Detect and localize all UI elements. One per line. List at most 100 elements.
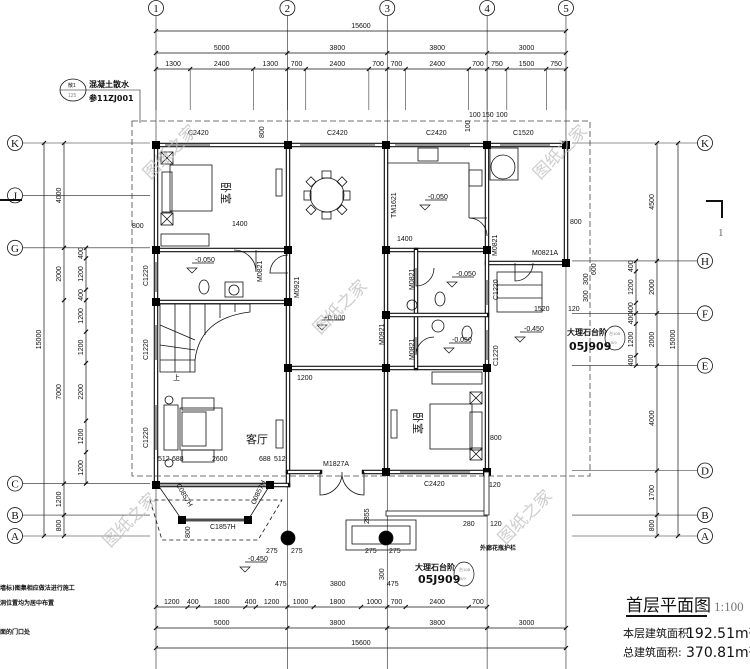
axis-bubble [697, 357, 713, 374]
dimension-tick [153, 625, 159, 631]
dimension-label: 300 [583, 290, 590, 302]
structural-column [562, 259, 570, 267]
drawing-scale: 1:100 [714, 599, 744, 614]
elevation-label: ±0.000 [324, 315, 345, 322]
toilet-icon [198, 279, 210, 295]
note-line: 洞位置均为居中布置 [0, 599, 54, 607]
dimension-label: 100 [469, 112, 481, 119]
window-label: C2420 [327, 130, 348, 137]
door-label: TM1621 [391, 192, 398, 218]
dimension-tick [633, 258, 639, 264]
dimension-value: 400 [628, 313, 635, 325]
dimension-label: 688 [259, 456, 271, 463]
elevation-label: -0.050 [428, 194, 448, 201]
dimension-value: 1800 [214, 599, 230, 606]
side-steps [496, 271, 543, 313]
dimension-label: 120 [568, 306, 580, 313]
dimension-value: 1200 [78, 460, 85, 476]
dimension-tick [61, 481, 67, 487]
dimension-value: 4000 [56, 188, 63, 204]
dimension-tick [284, 625, 290, 631]
dimension-tick [633, 363, 639, 369]
toilet-icon [461, 325, 473, 341]
door-label: M0821 [492, 234, 499, 256]
dimension-tick [83, 245, 89, 251]
round-column [378, 530, 394, 546]
axis-label: J [13, 190, 18, 202]
kitchen-sink-icon [417, 147, 439, 162]
window-label: C1220 [493, 345, 500, 366]
dimension-value: 15600 [351, 23, 371, 30]
steps-callout: 大理石台阶 05J909 台10B 5/9 大理石台阶 05J909 台10B … [415, 325, 626, 587]
dimension-value: 3800 [330, 45, 346, 52]
axis-bubble [697, 252, 713, 269]
callout-bubble-bottom: 125 [68, 93, 77, 99]
dimension-value: 4500 [649, 194, 656, 210]
dimension-value: 2400 [429, 61, 445, 68]
dimension-value: 5000 [214, 45, 230, 52]
dimension-tick [484, 625, 490, 631]
wardrobe-icon [431, 371, 483, 385]
dimension-tick [654, 140, 660, 146]
dimension-value: 1200 [164, 599, 180, 606]
dimension-label: 512 [158, 456, 170, 463]
structural-column [483, 246, 491, 254]
axis-bubble [697, 305, 713, 322]
dimension-value: 2400 [214, 61, 230, 68]
dimension-tick [242, 604, 248, 610]
window-label: C1220 [143, 427, 150, 448]
dimension-value: 700 [391, 599, 403, 606]
axis-label: K [11, 138, 19, 150]
dimension-tick [384, 625, 390, 631]
stair-up-label: 上 [173, 373, 180, 382]
elevation-label: -0.450 [524, 326, 544, 333]
dimension-tick [83, 329, 89, 335]
structural-column [382, 364, 390, 372]
floor-area-label: 本层建筑面积: [623, 626, 693, 640]
axis-bubble [7, 507, 23, 523]
local-dimension-labels: 800 1400 1400 800 800 1200 1520 120 100 … [132, 112, 598, 588]
axis-bubble [279, 0, 296, 16]
dimension-tick [61, 297, 67, 303]
dimension-label: 1400 [232, 221, 248, 228]
dimension-value: 2200 [78, 384, 85, 400]
dimension-value: 15000 [36, 330, 43, 350]
dimension-label: 1400 [397, 236, 413, 243]
section-mark: 1 [0, 199, 724, 239]
dimension-tick [633, 310, 639, 316]
dimension-tick [384, 604, 390, 610]
window-label: C2420 [424, 481, 445, 488]
dimension-label: 1200 [297, 375, 313, 382]
tv-cabinet-icon [275, 168, 283, 197]
dimension-value: 700 [472, 61, 484, 68]
axis-bubble [148, 0, 164, 16]
round-column [280, 530, 296, 546]
dimension-label: 800 [185, 526, 192, 538]
structural-column [284, 364, 292, 372]
dimension-tick [284, 604, 290, 610]
axis-label: 2 [285, 3, 291, 15]
dimension-value: 1200 [78, 308, 85, 324]
axis-label: A [701, 531, 709, 543]
room-label-bedroom: 卧室 [219, 182, 233, 204]
dimension-value: 3000 [519, 45, 535, 52]
note-line: 墙标)图集相应做法进行施工 [0, 584, 75, 592]
dimension-tick [61, 533, 67, 539]
dimension-tick [311, 604, 317, 610]
dimension-value: 1200 [264, 599, 280, 606]
structural-column [284, 246, 292, 254]
axis-label: C [11, 479, 18, 491]
dimension-tick [654, 310, 660, 316]
elevation-label: -0.450 [248, 556, 268, 563]
dimension-tick [153, 645, 159, 651]
bed-icon [160, 151, 213, 226]
door-label: M1827A [323, 461, 349, 468]
dimension-label: 275 [389, 548, 401, 555]
watermark: 图纸之家 [494, 486, 556, 548]
callout-bubble-bottom: 5/9 [611, 340, 617, 345]
dimension-tick [195, 604, 201, 610]
tv-cabinet-icon [390, 409, 398, 439]
sink-icon [224, 281, 244, 298]
dimension-tick [41, 533, 47, 539]
axis-bubble [697, 507, 713, 523]
